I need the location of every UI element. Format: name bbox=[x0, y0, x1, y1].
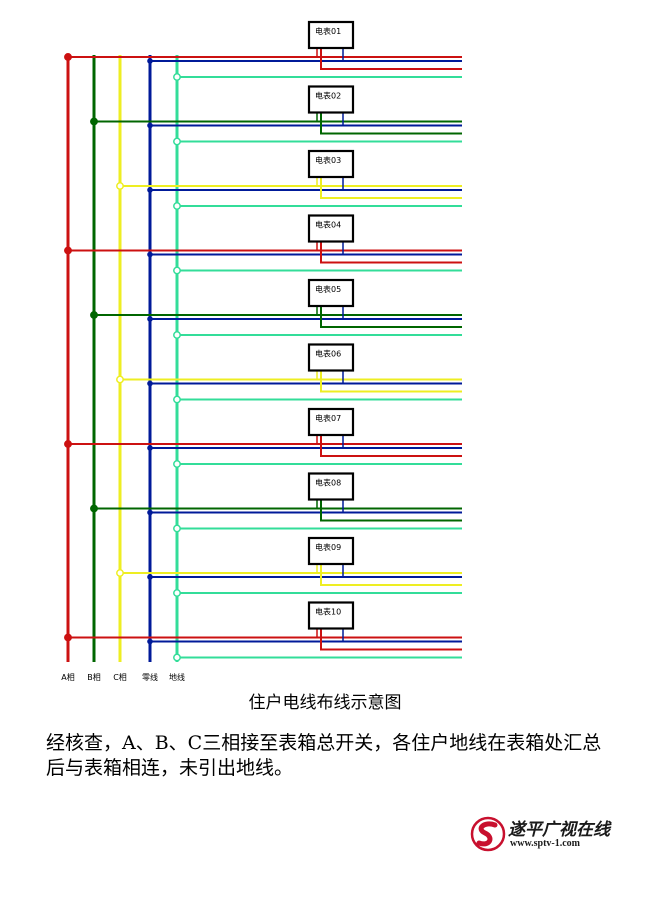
meter-box bbox=[307, 536, 355, 566]
watermark-title: 遂平广视在线 bbox=[508, 820, 610, 840]
junction-node bbox=[116, 375, 124, 384]
meter-label: 电表05 bbox=[315, 284, 341, 294]
junction-node bbox=[173, 266, 181, 275]
meter-box bbox=[307, 20, 355, 50]
bus-label-b: B相 bbox=[87, 672, 101, 682]
junction-node bbox=[173, 137, 181, 146]
junction-node bbox=[147, 380, 153, 387]
junction-node bbox=[64, 246, 72, 255]
junction-node bbox=[64, 53, 72, 61]
meter-label: 电表06 bbox=[315, 349, 341, 359]
meter-out-wire bbox=[320, 564, 462, 586]
meter-label: 电表02 bbox=[315, 91, 341, 101]
s-logo-icon bbox=[470, 816, 506, 852]
junction-node bbox=[147, 316, 153, 322]
bus-label-g: 地线 bbox=[169, 672, 185, 682]
junction-node bbox=[173, 589, 181, 597]
meter-box bbox=[307, 407, 355, 437]
meter-box bbox=[307, 149, 355, 179]
wires-layer bbox=[64, 48, 462, 662]
meter-label: 电表10 bbox=[315, 607, 341, 617]
bus-label-c: C相 bbox=[113, 672, 127, 682]
junction-node bbox=[90, 311, 98, 319]
meter-out-wire bbox=[320, 435, 462, 457]
junction-node bbox=[173, 331, 181, 339]
junction-node bbox=[90, 504, 98, 513]
meter-out-wire bbox=[320, 306, 462, 328]
junction-node bbox=[147, 574, 153, 580]
junction-node bbox=[173, 202, 181, 210]
meter-box bbox=[307, 214, 355, 243]
meter-out-wire bbox=[320, 499, 462, 522]
junction-node bbox=[64, 440, 72, 448]
meter-out-wire bbox=[320, 241, 462, 264]
meter-box bbox=[307, 601, 355, 630]
watermark-logo: 遂平广视在线 www.sptv-1.com bbox=[470, 813, 630, 861]
bus-label-a: A相 bbox=[61, 672, 74, 682]
meter-out-wire bbox=[320, 628, 462, 651]
junction-node bbox=[116, 569, 124, 577]
junction-node bbox=[147, 251, 153, 258]
junction-node bbox=[90, 117, 98, 126]
meters-layer: 电表01 电表02 电表03 电表04 电表05 电表06 电表07 电表08 电表09 电表10 bbox=[307, 20, 355, 630]
watermark-url: www.sptv-1.com bbox=[510, 838, 580, 849]
diagram-caption: 住户电线布线示意图 bbox=[248, 693, 402, 713]
meter-label: 电表04 bbox=[315, 220, 341, 230]
bus-labels-layer: A相 B相 C相 零线 地线 bbox=[61, 672, 185, 682]
meter-out-wire bbox=[320, 48, 462, 70]
meter-out-wire bbox=[320, 177, 462, 199]
junction-node bbox=[173, 524, 181, 533]
junction-node bbox=[147, 509, 153, 516]
junction-node bbox=[147, 187, 153, 193]
meter-box bbox=[307, 343, 355, 372]
junction-node bbox=[147, 638, 153, 645]
meter-out-wire bbox=[320, 112, 462, 135]
junction-node bbox=[116, 182, 124, 190]
junction-node bbox=[173, 73, 181, 81]
bus-label-n: 零线 bbox=[142, 672, 158, 682]
junction-node bbox=[173, 653, 181, 662]
meter-out-wire bbox=[320, 370, 462, 393]
junction-node bbox=[173, 460, 181, 468]
meter-box bbox=[307, 85, 355, 114]
inspection-note: 经核查，A、B、C三相接至表箱总开关，各住户地线在表箱处汇总后与表箱相连，未引出… bbox=[46, 732, 602, 779]
junction-node bbox=[173, 395, 181, 404]
junction-node bbox=[64, 633, 72, 642]
meter-label: 电表09 bbox=[315, 542, 341, 552]
meter-label: 电表03 bbox=[315, 155, 341, 165]
meter-box bbox=[307, 472, 355, 501]
wiring-diagram: 电表01 电表02 电表03 电表04 电表05 电表06 电表07 电表08 电表09 电表10… bbox=[61, 20, 462, 682]
meter-label: 电表07 bbox=[315, 413, 341, 423]
junction-node bbox=[147, 58, 153, 64]
meter-box bbox=[307, 278, 355, 308]
junction-node bbox=[147, 445, 153, 451]
meter-label: 电表08 bbox=[315, 478, 341, 488]
junction-node bbox=[147, 122, 153, 129]
meter-label: 电表01 bbox=[315, 26, 341, 36]
